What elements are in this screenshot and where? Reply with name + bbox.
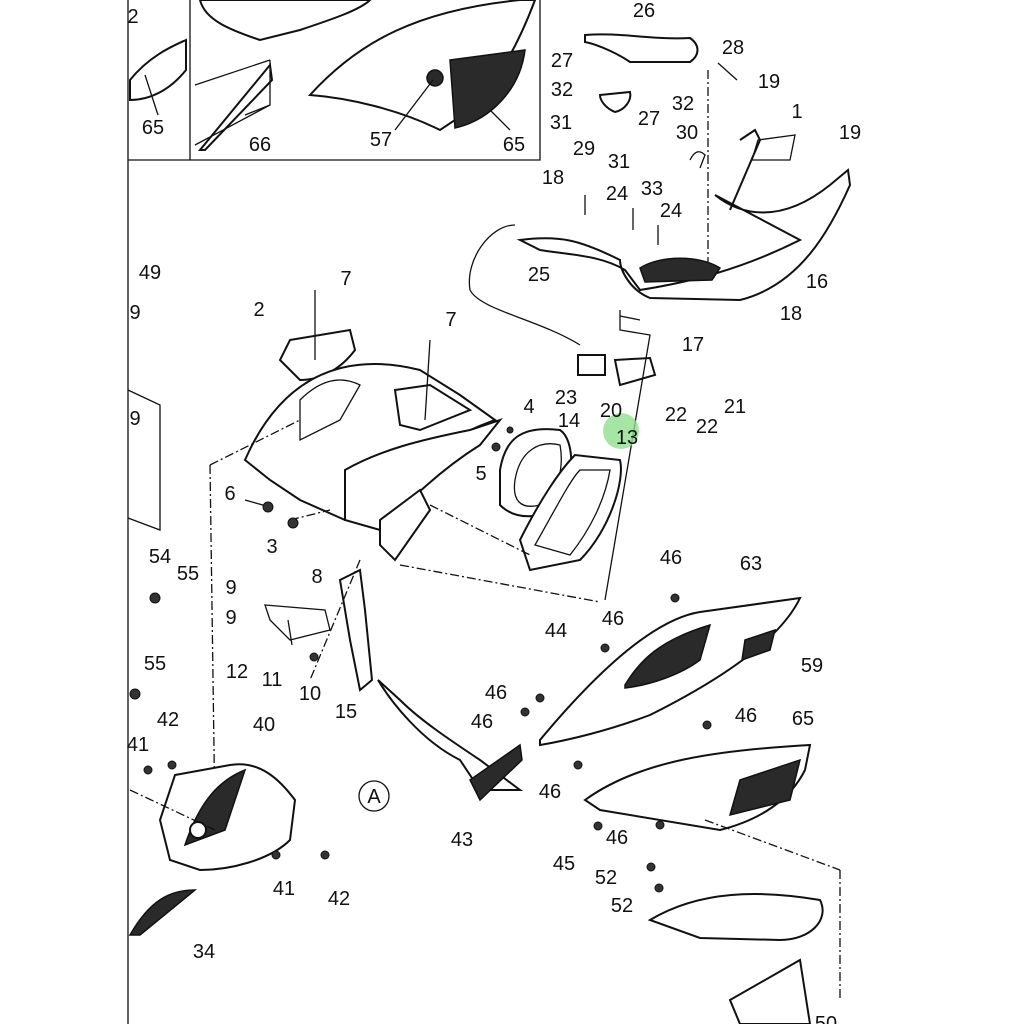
callout: 18 [780,303,802,325]
callout: 14 [558,410,580,432]
inner-panel-parts [209,290,622,821]
callout: 46 [660,547,682,569]
callout: 46 [539,781,561,803]
callout: 20 [600,400,622,422]
callout: 63 [740,553,762,575]
callout: 13 [616,427,638,449]
callout: 54 [149,546,171,568]
callout: 2 [253,299,264,321]
callout: 11 [262,669,283,691]
handle-cover-parts [468,33,852,601]
callout: 3 [266,536,277,558]
callout: 19 [839,122,861,144]
callout: 22 [696,416,718,438]
callout: 9 [225,577,236,599]
callout: 18 [542,167,564,189]
callout: 41 [127,734,149,756]
callout: 46 [602,608,624,630]
callout: A [367,786,381,808]
callout: 49 [139,262,161,284]
callout: 27 [551,50,573,72]
callout: 52 [595,867,617,889]
callout: 29 [573,138,595,160]
callout: 4 [523,396,534,418]
inset-frame [127,0,541,1024]
callout: 59 [801,655,823,677]
callout: 34 [193,941,215,963]
callout: 46 [471,711,493,733]
callout: 52 [611,895,633,917]
callout: 31 [608,151,630,173]
callout: 21 [724,396,746,418]
callout: 55 [144,653,166,675]
callout: 33 [641,178,663,200]
callout: 10 [299,683,321,705]
callout: 16 [806,271,828,293]
callout: 42 [157,709,179,731]
callout: 45 [553,853,575,875]
callout: 5 [475,463,486,485]
callout: 24 [606,183,628,205]
callout: 7 [445,309,456,331]
callout: 9 [129,302,140,324]
front-cover-parts [128,592,330,936]
callout: 50 [815,1013,837,1024]
callout: 28 [722,37,744,59]
callout-labels: 2 65 66 57 65 26 27 28 32 32 27 19 1 19 … [127,0,861,1024]
callout: 6 [224,483,235,505]
callout: 46 [735,705,757,727]
callout: 31 [550,112,572,134]
callout: 15 [335,701,357,723]
callout: 43 [451,829,473,851]
callout: 22 [665,404,687,426]
callout: 65 [142,117,164,139]
callout: 26 [633,0,655,22]
callout: 19 [758,71,780,93]
callout: 46 [606,827,628,849]
callout: 23 [555,387,577,409]
callout: 9 [129,408,140,430]
callout: 25 [528,264,550,286]
callout: 8 [311,566,322,588]
callout: 65 [792,708,814,730]
inset-parts [129,0,537,151]
callout: 27 [638,108,660,130]
callout: 40 [253,714,275,736]
callout: 65 [503,134,525,156]
callout: 17 [682,334,704,356]
callout: 12 [226,661,248,683]
callout: 24 [660,200,682,222]
callout: 41 [273,878,295,900]
callout: 7 [340,268,351,290]
bracket-parts [264,559,523,802]
callout: 42 [328,888,350,910]
side-cover-parts [520,593,841,1024]
callout: 32 [551,79,573,101]
callout: 55 [177,563,199,585]
callout: 32 [672,93,694,115]
highlight-marker [603,413,639,449]
callout: 46 [485,682,507,704]
callout: 2 [127,6,138,28]
callout: 30 [676,122,698,144]
callout: 57 [370,129,392,151]
callout: 1 [791,101,802,123]
reference-circle-a [358,780,390,812]
callout: 66 [249,134,271,156]
callout: 44 [545,620,567,642]
callout: 9 [225,607,236,629]
